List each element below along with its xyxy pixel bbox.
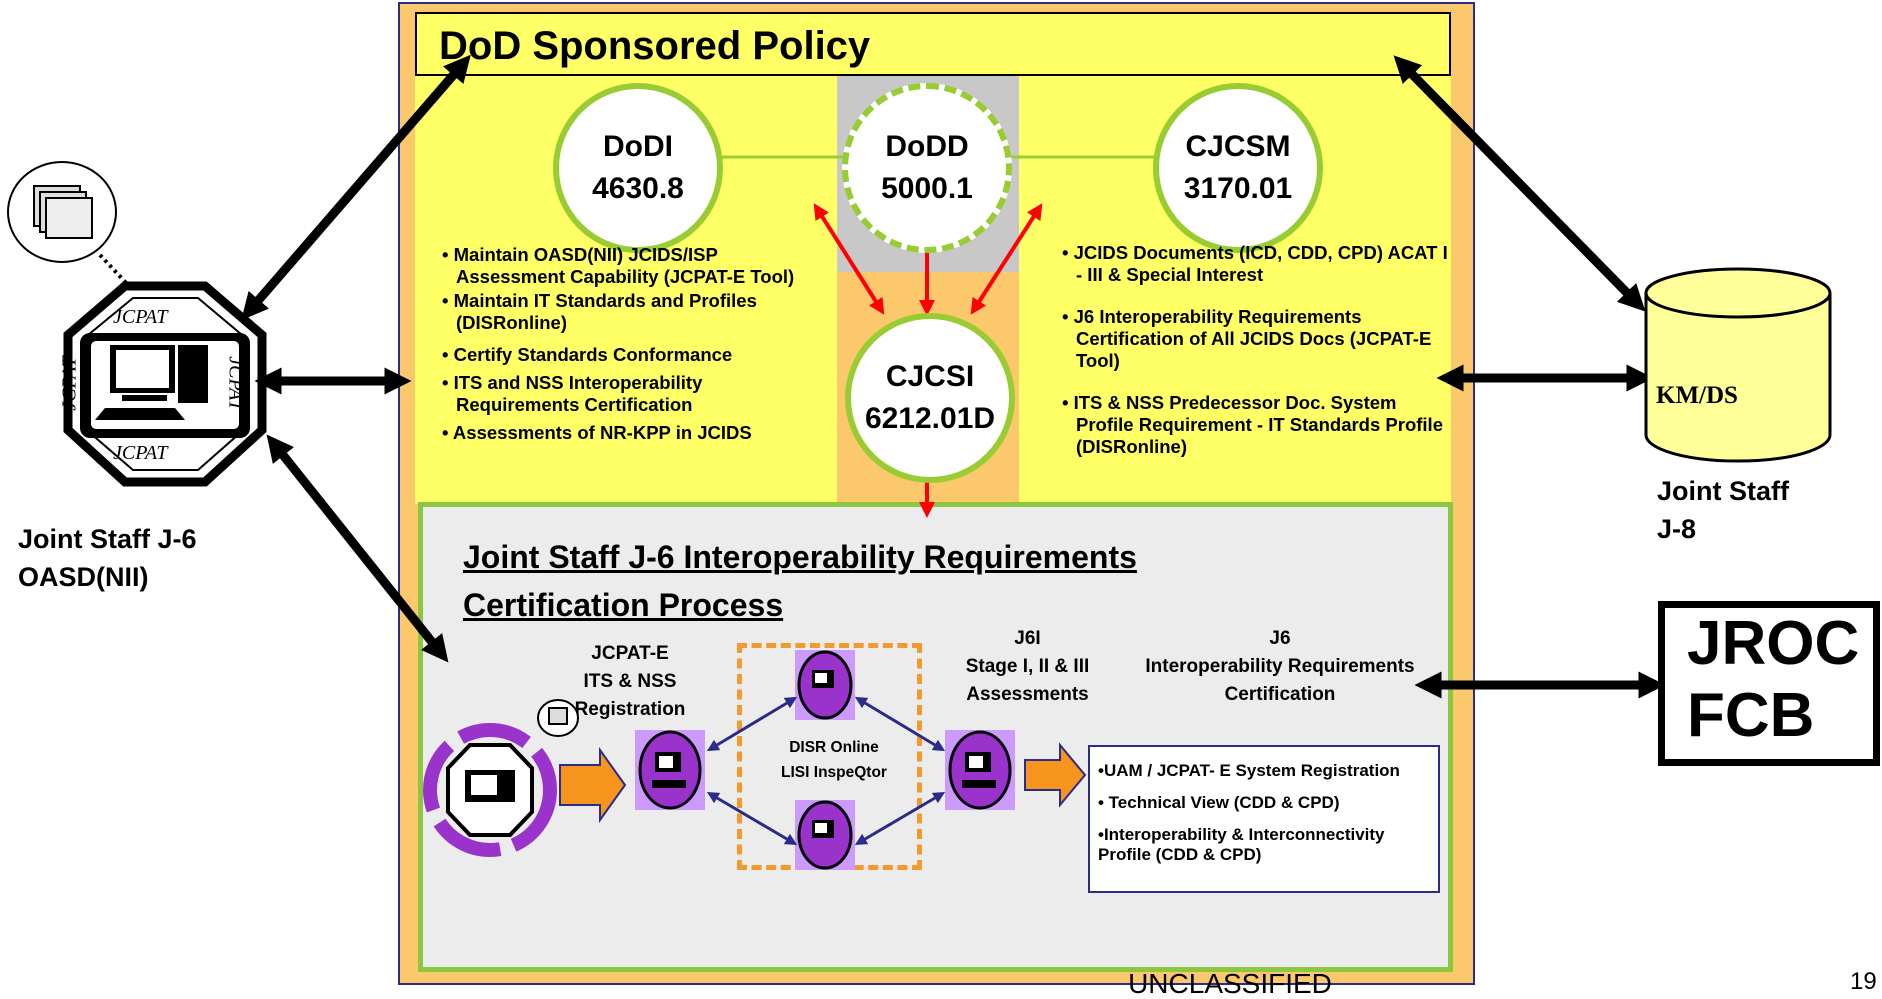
stage1-label-line2: ITS & NSS: [583, 671, 677, 692]
badge-text-bottom: JCPAT: [113, 442, 168, 464]
stage2-label-line1: J6I: [1014, 628, 1041, 649]
node-dodi-line2: 4630.8: [592, 172, 684, 205]
stage2-label-line2: Stage I, II & III: [965, 656, 1090, 677]
blue-arrow-4: [854, 791, 946, 846]
jroc-line1: JROC: [1687, 609, 1860, 678]
kmds-label: KM/DS: [1656, 382, 1738, 409]
document-bubble-icon: [7, 161, 130, 287]
red-arrow-dodi-cjcsi: [813, 203, 885, 315]
stage3-label-line3: Certification: [1224, 684, 1336, 705]
left-bullet-2: • Maintain IT Standards and Profiles (DI…: [442, 290, 757, 333]
policy-node-cjcsi: CJCSI 6212.01D: [845, 313, 1015, 483]
stage1-label-line3: Registration: [574, 699, 686, 720]
right-actor-label-line1: Joint Staff: [1657, 476, 1789, 506]
stage1-label: JCPAT-E ITS & NSS Registration: [555, 640, 705, 724]
badge-text-top: JCPAT: [113, 306, 168, 328]
orange-arrow-1: [559, 746, 627, 824]
node-cjcsi-line1: CJCSI: [885, 360, 975, 393]
right-bullet-3: • ITS & NSS Predecessor Doc. System Prof…: [1062, 392, 1443, 457]
disr-label-line2: LISI InspeQtor: [781, 764, 887, 781]
blue-arrow-3: [854, 696, 946, 752]
jroc-fcb-box: JROC FCB: [1658, 601, 1880, 766]
left-actor-label-line2: OASD(NII): [18, 562, 149, 592]
stage3-label-line2: Interoperability Requirements: [1145, 656, 1415, 677]
jcpat-cycle-icon: [423, 699, 579, 857]
cert-item-3: •Interoperability & Interconnectivity Pr…: [1098, 825, 1385, 864]
arrow-j8-policy: [1393, 55, 1646, 312]
left-actor-label: Joint Staff J-6 OASD(NII): [18, 520, 197, 596]
page-number: 19: [1850, 968, 1877, 995]
blue-arrow-2: [706, 791, 798, 846]
registration-computer-icon: [635, 730, 705, 810]
right-bullet-2: • J6 Interoperability Requirements Certi…: [1062, 306, 1432, 371]
jroc-line2: FCB: [1687, 681, 1815, 750]
left-bullet-4: • ITS and NSS Interoperability Requireme…: [442, 372, 703, 415]
policy-title-bar: DoD Sponsored Policy: [415, 12, 1451, 76]
policy-node-dodi: DoDI 4630.8: [553, 83, 723, 253]
process-title: Joint Staff J-6 Interoperability Require…: [463, 539, 1137, 623]
policy-node-cjcsm: CJCSM 3170.01: [1153, 83, 1323, 253]
node-cjcsi-line2: 6212.01D: [864, 402, 996, 435]
certification-process-panel: [418, 502, 1453, 972]
cert-item-1: •UAM / JCPAT- E System Registration: [1098, 761, 1400, 780]
stage3-label-line1: J6: [1269, 628, 1291, 649]
certification-items-box: •UAM / JCPAT- E System Registration • Te…: [1088, 745, 1440, 893]
classification-marking: UNCLASSIFIED: [1128, 968, 1332, 999]
stage3-label: J6 Interoperability Requirements Certifi…: [1120, 625, 1440, 709]
policy-title: DoD Sponsored Policy: [439, 24, 871, 68]
policy-node-dodd: DoDD 5000.1: [842, 83, 1012, 253]
jcpat-octagon-icon: [63, 281, 267, 487]
cert-item-2: • Technical View (CDD & CPD): [1098, 793, 1340, 812]
stage2-label: J6I Stage I, II & III Assessments: [940, 625, 1115, 709]
lisi-inspeqtor-computer-icon: [795, 800, 855, 870]
left-bullet-3: • Certify Standards Conformance: [442, 344, 733, 365]
node-dodi-line1: DoDI: [603, 130, 673, 163]
arrow-j6-process: [266, 434, 449, 663]
node-dodd-line1: DoDD: [885, 130, 969, 163]
right-actor-label-line2: J-8: [1657, 514, 1697, 544]
red-arrow-cjcsm-cjcsi: [970, 203, 1043, 315]
disr-online-computer-icon: [795, 650, 855, 720]
stage1-label-line1: JCPAT-E: [591, 643, 669, 664]
arrow-j6-policy: [241, 54, 471, 321]
assessment-computer-icon: [945, 730, 1015, 810]
left-bullet-1: • Maintain OASD(NII) JCIDS/ISP Assessmen…: [442, 244, 795, 287]
blue-arrow-1: [706, 696, 798, 752]
stage2-label-line3: Assessments: [966, 684, 1089, 705]
node-cjcsm-line1: CJCSM: [1185, 130, 1291, 163]
node-dodd-line2: 5000.1: [881, 172, 973, 205]
badge-text-left: JCPAT: [58, 356, 81, 411]
badge-text-right: JCPAT: [224, 356, 247, 411]
left-bullet-5: • Assessments of NR-KPP in JCIDS: [442, 422, 752, 443]
process-graphics: [423, 650, 1087, 870]
node-cjcsm-line2: 3170.01: [1183, 172, 1293, 205]
policy-left-bullets: • Maintain OASD(NII) JCIDS/ISP Assessmen…: [438, 244, 826, 502]
right-bullet-1: • JCIDS Documents (ICD, CDD, CPD) ACAT I…: [1062, 242, 1448, 285]
left-actor-label-line1: Joint Staff J-6: [18, 524, 197, 554]
kmds-database-icon: [1644, 267, 1832, 463]
right-actor-label: Joint Staff J-8: [1657, 472, 1789, 548]
orange-arrow-2: [1024, 742, 1087, 808]
policy-right-bullets: • JCIDS Documents (ICD, CDD, CPD) ACAT I…: [1058, 242, 1448, 502]
